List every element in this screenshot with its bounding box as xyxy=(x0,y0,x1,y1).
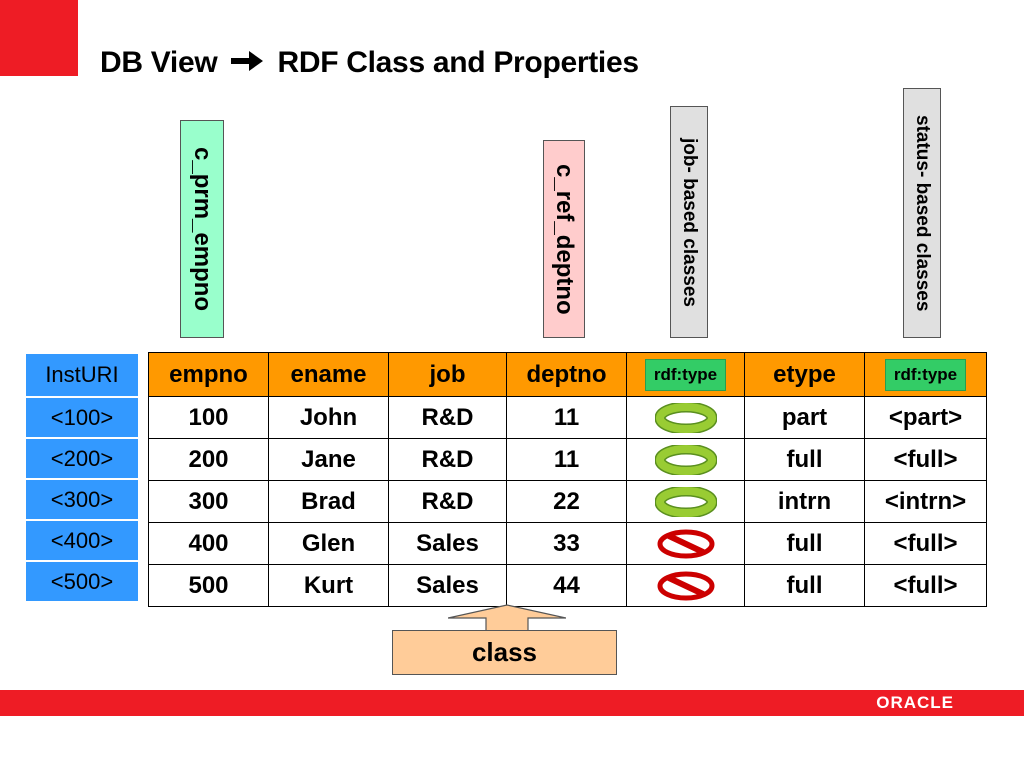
title-right: RDF Class and Properties xyxy=(277,46,639,79)
col-header-empno: empno xyxy=(148,352,269,397)
inst-uri-cell: <500> xyxy=(24,560,140,603)
class-box: class xyxy=(392,630,617,675)
rdf-type-tag: rdf:type xyxy=(884,358,967,391)
red-prohibited-icon xyxy=(657,571,714,600)
cell-job-class-mark xyxy=(626,396,745,439)
cell-job-class-mark xyxy=(626,480,745,523)
inst-uri-header: InstURI xyxy=(24,352,140,398)
col-header-etype: etype xyxy=(744,352,865,397)
cell-ename: Glen xyxy=(268,522,389,565)
cell-status-class: <part> xyxy=(864,396,987,439)
employee-table: empno ename job deptno rdf:type etype rd… xyxy=(148,352,987,607)
col-header-deptno: deptno xyxy=(506,352,627,397)
cell-status-class: <full> xyxy=(864,438,987,481)
cell-status-class: <intrn> xyxy=(864,480,987,523)
col-header-job: job xyxy=(388,352,507,397)
cell-job: R&D xyxy=(388,396,507,439)
table-row: 300 Brad R&D 22 intrn <intrn> xyxy=(148,480,987,523)
cell-ename: John xyxy=(268,396,389,439)
cell-etype: intrn xyxy=(744,480,865,523)
label-job-based-classes: job- based classes xyxy=(670,106,708,338)
cell-job: Sales xyxy=(388,564,507,607)
cell-ename: Kurt xyxy=(268,564,389,607)
inst-uri-table: InstURI <100> <200> <300> <400> <500> xyxy=(24,352,140,603)
cell-empno: 300 xyxy=(148,480,269,523)
cell-empno: 200 xyxy=(148,438,269,481)
cell-empno: 100 xyxy=(148,396,269,439)
cell-ename: Brad xyxy=(268,480,389,523)
col-header-rdf-type-status: rdf:type xyxy=(864,352,987,397)
label-status-based-classes: status- based classes xyxy=(903,88,941,338)
title-left: DB View xyxy=(100,46,218,79)
cell-etype: full xyxy=(744,522,865,565)
cell-deptno: 11 xyxy=(506,396,627,439)
slide-title: DB View RDF Class and Properties xyxy=(100,46,639,80)
inst-uri-cell: <200> xyxy=(24,437,140,480)
cell-job-class-mark xyxy=(626,438,745,481)
cell-etype: full xyxy=(744,438,865,481)
red-prohibited-icon xyxy=(657,529,714,558)
rdf-type-tag: rdf:type xyxy=(644,358,727,391)
footer-bar xyxy=(0,690,1024,716)
green-ring-icon xyxy=(654,486,717,517)
cell-job: Sales xyxy=(388,522,507,565)
right-arrow-icon xyxy=(231,51,264,71)
col-header-ename: ename xyxy=(268,352,389,397)
table-row: 200 Jane R&D 11 full <full> xyxy=(148,438,987,481)
oracle-logo: ORACLE xyxy=(876,693,954,712)
cell-job: R&D xyxy=(388,480,507,523)
cell-deptno: 44 xyxy=(506,564,627,607)
cell-status-class: <full> xyxy=(864,522,987,565)
label-c-ref-deptno: c_ref_deptno xyxy=(543,140,585,338)
up-arrow-icon xyxy=(448,604,566,634)
table-row: 500 Kurt Sales 44 full <full> xyxy=(148,564,987,607)
cell-job-class-mark xyxy=(626,564,745,607)
cell-job-class-mark xyxy=(626,522,745,565)
inst-uri-cell: <100> xyxy=(24,396,140,439)
label-c-prm-empno: c_prm_empno xyxy=(180,120,224,338)
cell-etype: full xyxy=(744,564,865,607)
cell-job: R&D xyxy=(388,438,507,481)
inst-uri-cell: <300> xyxy=(24,478,140,521)
table-header-row: empno ename job deptno rdf:type etype rd… xyxy=(148,352,987,397)
cell-deptno: 11 xyxy=(506,438,627,481)
green-ring-icon xyxy=(654,402,717,433)
cell-empno: 400 xyxy=(148,522,269,565)
table-row: 100 John R&D 11 part <part> xyxy=(148,396,987,439)
cell-etype: part xyxy=(744,396,865,439)
cell-deptno: 33 xyxy=(506,522,627,565)
col-header-rdf-type-job: rdf:type xyxy=(626,352,745,397)
cell-ename: Jane xyxy=(268,438,389,481)
cell-status-class: <full> xyxy=(864,564,987,607)
cell-empno: 500 xyxy=(148,564,269,607)
cell-deptno: 22 xyxy=(506,480,627,523)
table-row: 400 Glen Sales 33 full <full> xyxy=(148,522,987,565)
corner-accent xyxy=(0,0,78,76)
inst-uri-cell: <400> xyxy=(24,519,140,562)
green-ring-icon xyxy=(654,444,717,475)
